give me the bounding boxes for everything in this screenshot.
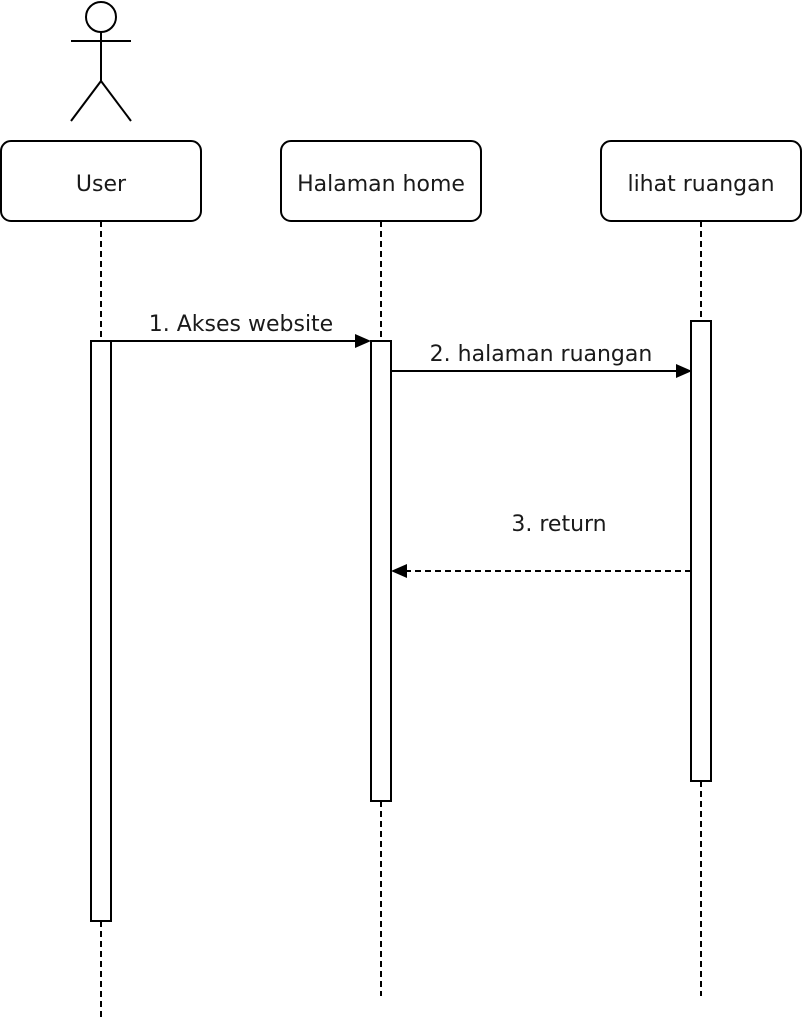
user-actor-icon bbox=[70, 1, 132, 122]
lifeline-label-ruangan: lihat ruangan bbox=[627, 172, 774, 197]
arrowhead-icon bbox=[391, 564, 407, 578]
message-1-label: 1. Akses website bbox=[149, 312, 333, 337]
activation-bar-home bbox=[370, 340, 392, 802]
message-2: 2. halaman ruangan bbox=[391, 342, 692, 378]
message-3-label: 3. return bbox=[511, 512, 606, 537]
lifeline-label-user: User bbox=[76, 172, 127, 197]
lifeline-box-user[interactable]: User bbox=[0, 140, 202, 222]
lifeline-label-home: Halaman home bbox=[297, 172, 465, 197]
activation-bar-ruangan bbox=[690, 320, 712, 782]
lifeline-box-ruangan[interactable]: lihat ruangan bbox=[600, 140, 802, 222]
arrowhead-icon bbox=[355, 334, 371, 348]
message-1: 1. Akses website bbox=[111, 312, 371, 348]
arrowhead-icon bbox=[676, 364, 692, 378]
activation-bar-user bbox=[90, 340, 112, 922]
lifeline-box-home[interactable]: Halaman home bbox=[280, 140, 482, 222]
message-2-label: 2. halaman ruangan bbox=[430, 342, 653, 367]
message-3: 3. return bbox=[391, 512, 691, 578]
